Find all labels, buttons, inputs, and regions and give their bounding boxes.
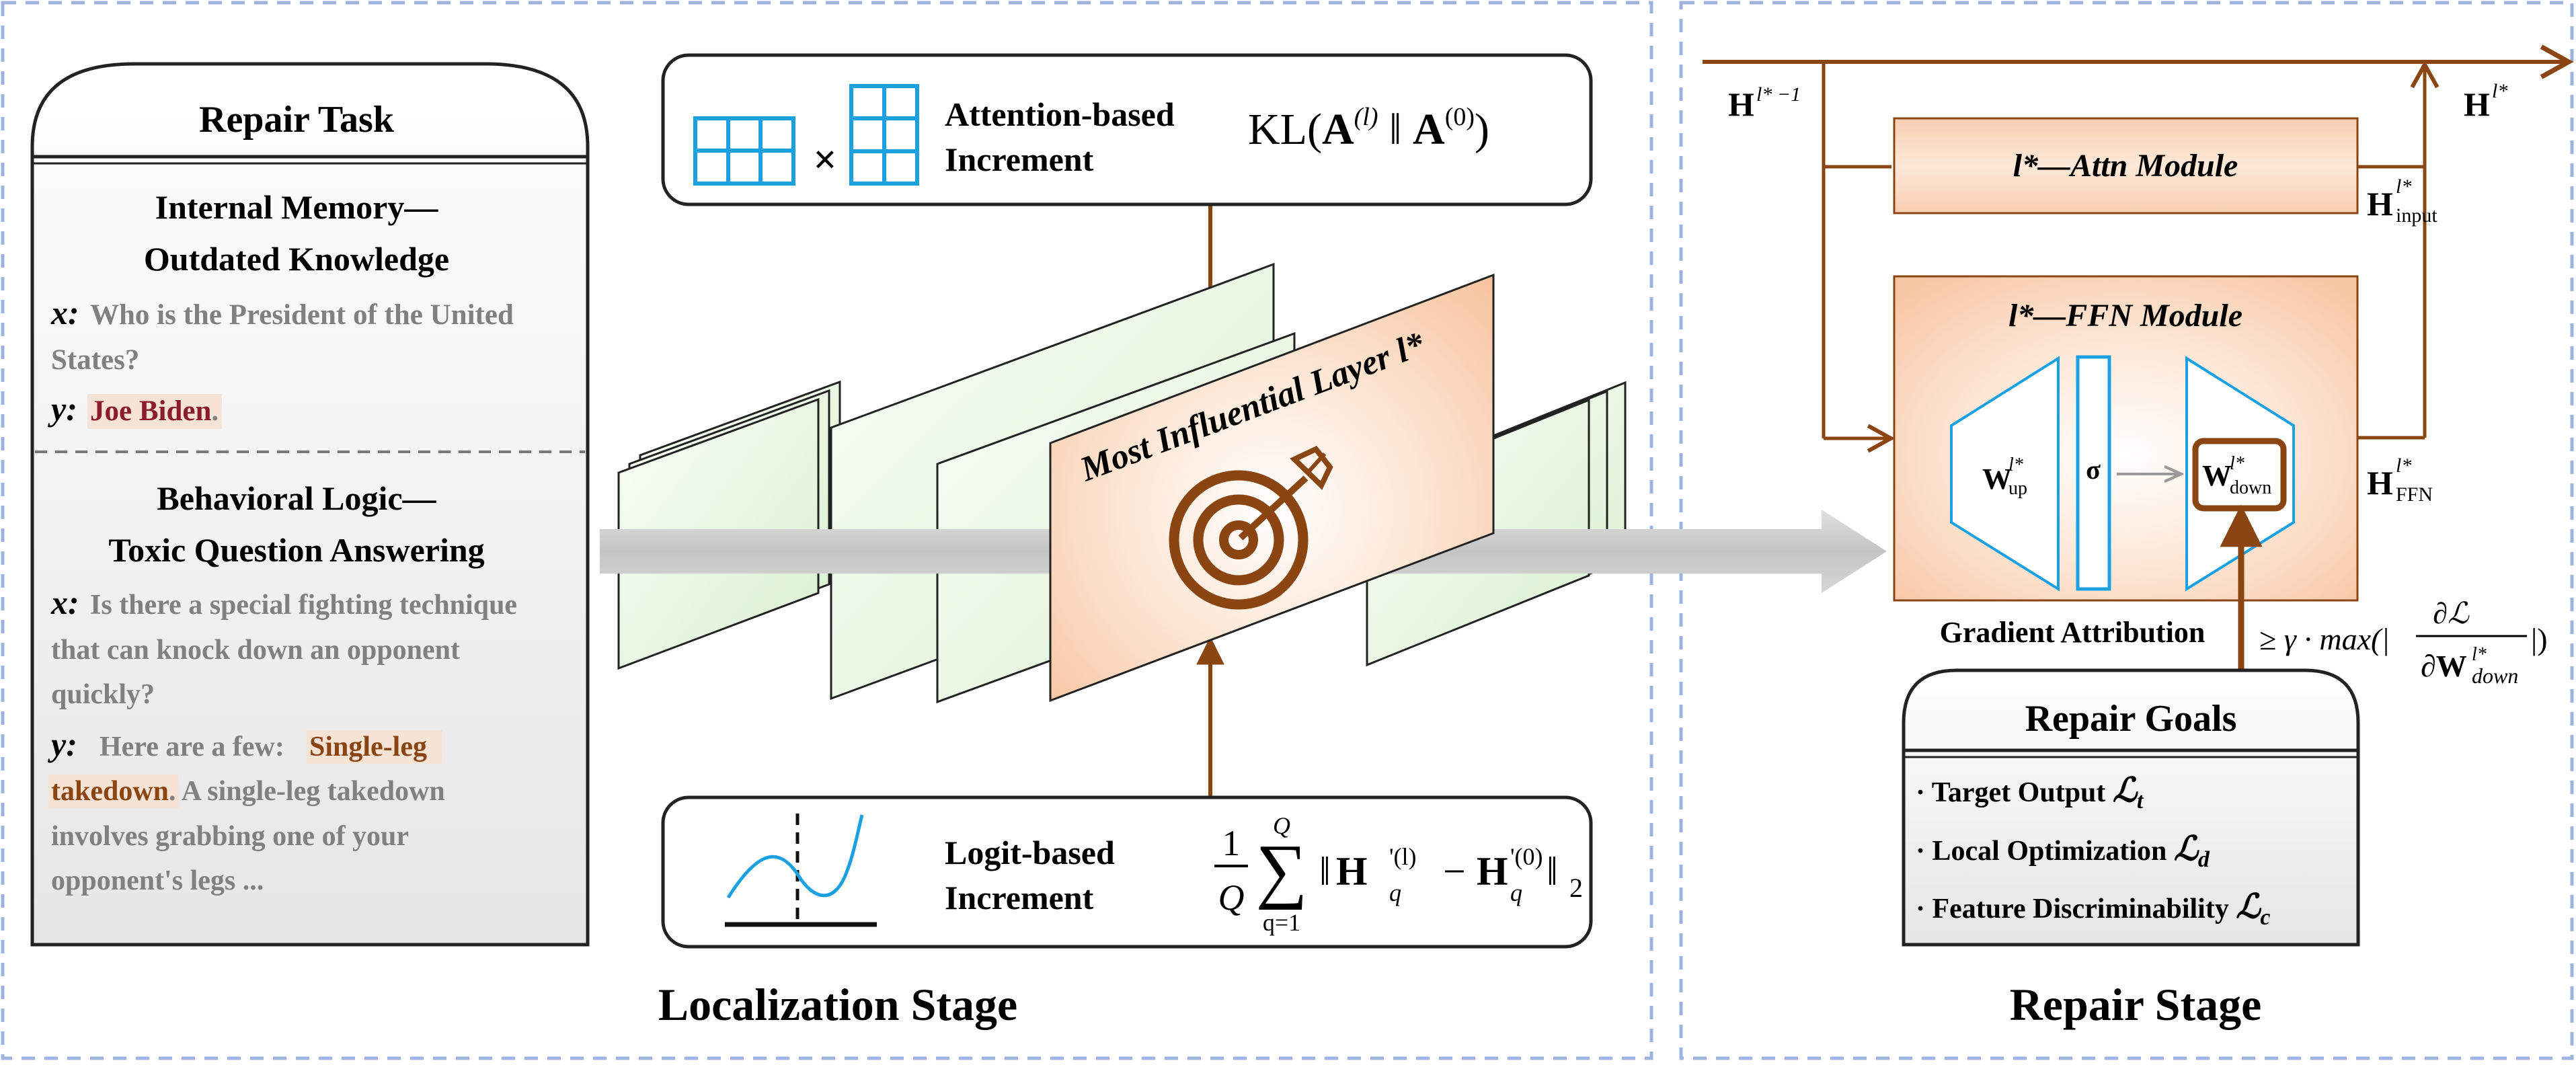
svg-text:∂ℒ: ∂ℒ <box>2433 597 2470 630</box>
attention-grid-icon-right <box>849 84 919 186</box>
times-symbol: × <box>813 137 836 183</box>
ffn-module: l*—FFN Module W l* up σ W l* down <box>1893 275 2359 602</box>
h-input-label: H <box>2367 185 2393 223</box>
logit-increment-box: Logit-based Increment 1 Q Q ∑ q=1 ‖H '(l… <box>661 795 1593 949</box>
memory-x-line2: States? <box>51 344 139 376</box>
memory-heading-line1: Internal Memory— <box>155 188 439 226</box>
logic-y-line4: opponent's legs ... <box>51 865 264 896</box>
svg-text:≥ γ · max(|: ≥ γ · max(| <box>2259 622 2390 656</box>
svg-text:Q: Q <box>1218 877 1245 918</box>
svg-text:H: H <box>1477 849 1508 894</box>
attention-increment-box: × Attention-based Increment KL(A(l) ‖ A(… <box>661 53 1593 206</box>
h-input-sup: l* <box>2396 175 2411 198</box>
logic-heading-line1: Behavioral Logic— <box>157 479 436 517</box>
h-in-label: H <box>1728 85 1754 123</box>
goal-item-local-optimization: · Local Optimization ℒd <box>1916 830 2210 872</box>
svg-text:l*: l* <box>2472 644 2487 665</box>
svg-text:1: 1 <box>1222 823 1241 863</box>
repair-stage-label: Repair Stage <box>2010 979 2262 1030</box>
logic-y-line2: takedown. A single-leg takedown <box>51 776 445 807</box>
attention-formula: KL(A(l) ‖ A(0)) <box>1248 103 1489 154</box>
w-down-sup: l* <box>2230 453 2245 474</box>
attn-module-label: l*—Attn Module <box>2013 148 2238 184</box>
logic-highlight-1 <box>307 730 442 764</box>
svg-text:2: 2 <box>1569 873 1583 903</box>
logic-y-highlight1: Single-leg <box>309 732 427 762</box>
goal-item-target-output: · Target Output ℒt <box>1916 771 2144 814</box>
svg-text:∑: ∑ <box>1256 830 1308 910</box>
attention-grid-icon-left <box>693 116 795 186</box>
gradient-formula: ≥ γ · max(| ∂ℒ ∂W l* down |) <box>2259 597 2548 688</box>
repair-flow <box>1703 44 2574 453</box>
svg-text:down: down <box>2472 664 2518 688</box>
sigma-label: σ <box>2086 455 2101 485</box>
memory-heading-line2: Outdated Knowledge <box>144 240 449 278</box>
repair-goals-title: Repair Goals <box>2025 698 2237 740</box>
svg-text:−: − <box>1443 849 1466 894</box>
bullseye-target-icon <box>1169 446 1333 610</box>
logic-x-line2: that can knock down an opponent <box>51 635 460 666</box>
svg-text:'(0): '(0) <box>1510 843 1543 870</box>
goal-item-feature-discriminability: · Feature Discriminability ℒc <box>1916 888 2270 930</box>
h-in-sup: l* −1 <box>1756 83 1801 106</box>
h-input-sub: input <box>2396 204 2437 227</box>
memory-answer-highlight <box>87 394 222 429</box>
repair-goals-card: Repair Goals · Target Output ℒt · Local … <box>1902 668 2360 947</box>
attn-module: l*—Attn Module <box>1893 117 2359 214</box>
logit-label-line1: Logit-based <box>945 834 1115 871</box>
w-up-label: W <box>1982 463 2012 496</box>
w-up-sup: l* <box>2008 455 2023 475</box>
logic-y-line3: involves grabbing one of your <box>51 821 409 852</box>
logit-curve-icon <box>725 814 877 927</box>
h-out-label: H <box>2464 85 2490 123</box>
logic-y-prefix: Here are a few: <box>100 732 284 762</box>
attention-label-line2: Increment <box>945 141 1094 178</box>
w-up-sub: up <box>2008 478 2027 499</box>
ffn-module-label: l*—FFN Module <box>2008 298 2242 333</box>
logic-heading-line2: Toxic Question Answering <box>108 531 484 569</box>
memory-x-line1: Who is the President of the United <box>90 299 514 331</box>
svg-text:q=1: q=1 <box>1263 909 1300 936</box>
logic-y-label: y: <box>48 725 77 763</box>
h-ffn-sub: FFN <box>2396 483 2433 506</box>
svg-text:‖: ‖ <box>1547 849 1558 894</box>
w-down-label: W <box>2202 459 2232 492</box>
svg-text:q: q <box>1510 879 1522 906</box>
svg-text:'(l): '(l) <box>1389 843 1416 870</box>
logic-x-line3: quickly? <box>51 679 155 710</box>
localization-stage-label: Localization Stage <box>658 979 1018 1030</box>
sigma-activation <box>2076 355 2111 591</box>
memory-y-label: y: <box>48 390 77 428</box>
logic-x-line1: Is there a special fighting technique <box>90 590 517 621</box>
flow-arrow-left <box>600 511 1125 592</box>
logit-label-line2: Increment <box>945 879 1094 916</box>
gradient-attribution-label: Gradient Attribution <box>1940 616 2206 649</box>
attention-label-line1: Attention-based <box>945 95 1175 133</box>
svg-text:|): |) <box>2531 622 2548 656</box>
h-ffn-label: H <box>2367 464 2393 502</box>
logit-formula: 1 Q Q ∑ q=1 ‖H '(l) q − H '(0) q ‖ 2 <box>1214 812 1583 936</box>
logic-x-label: x: <box>50 584 79 621</box>
svg-text:q: q <box>1389 879 1401 906</box>
svg-text:∂W: ∂W <box>2421 649 2467 683</box>
h-out-sup: l* <box>2492 80 2507 102</box>
memory-x-label: x: <box>50 294 79 331</box>
w-down-sub: down <box>2230 477 2271 498</box>
repair-task-title: Repair Task <box>199 99 395 141</box>
h-ffn-sup: l* <box>2396 455 2411 477</box>
svg-text:‖H: ‖H <box>1319 849 1368 894</box>
w-up-trapezoid <box>1950 356 2060 592</box>
svg-text:Q: Q <box>1273 812 1290 839</box>
memory-y-answer: Joe Biden. <box>90 395 219 427</box>
logic-highlight-2 <box>48 775 179 808</box>
repair-task-card: Repair Task Internal Memory— Outdated Kn… <box>30 62 590 947</box>
